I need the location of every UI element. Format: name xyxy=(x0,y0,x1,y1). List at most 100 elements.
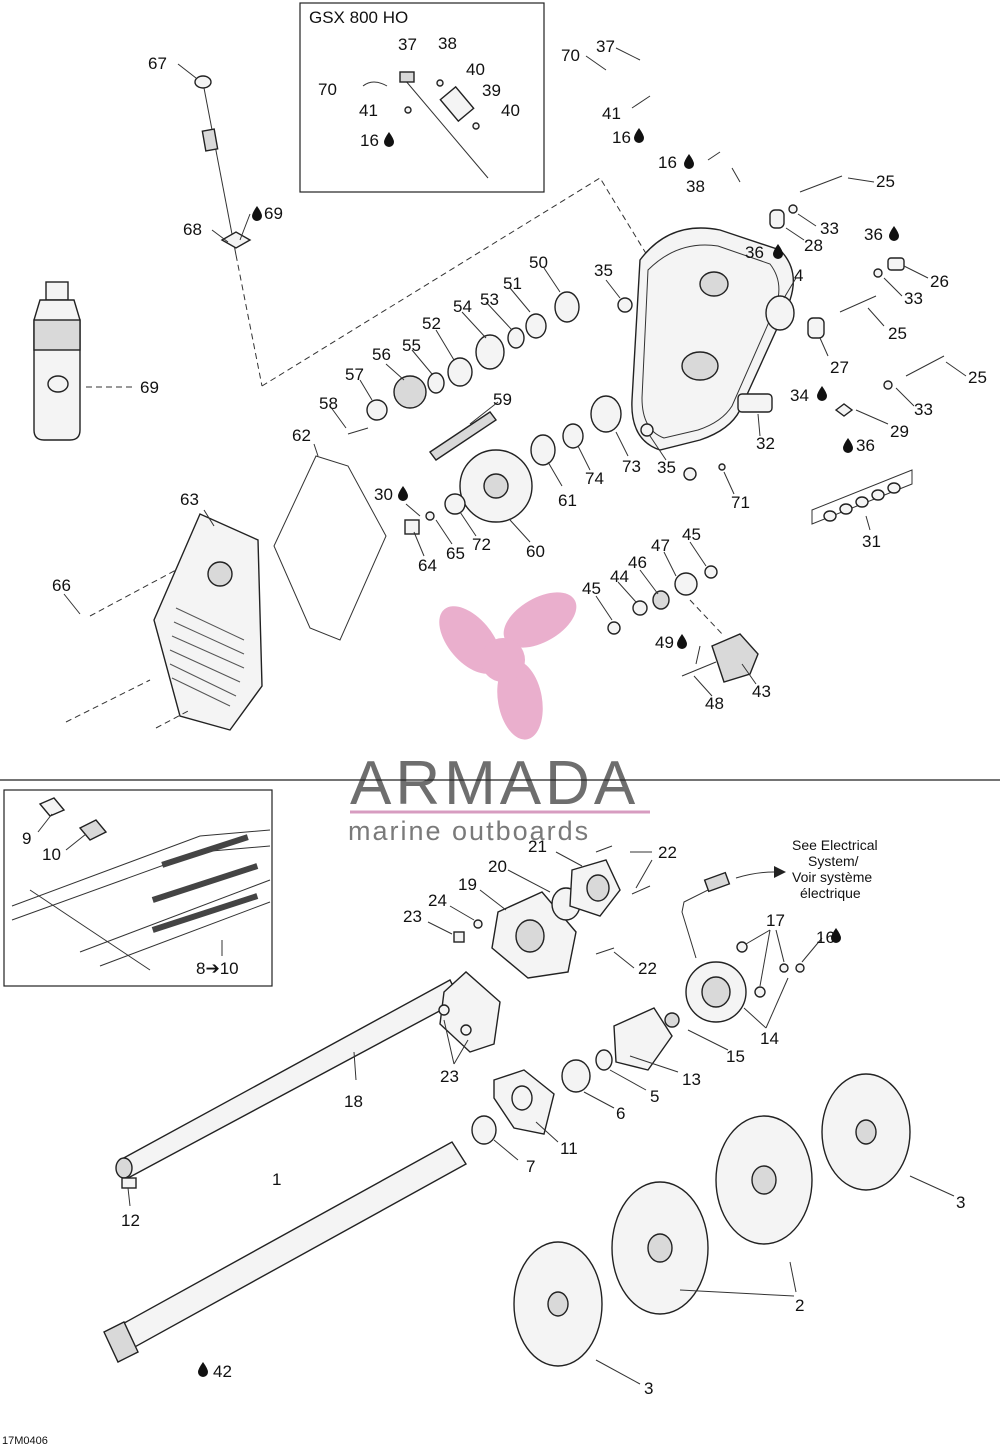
label-36: 36 xyxy=(856,436,875,455)
label-67: 67 xyxy=(148,54,167,73)
drive-flange xyxy=(613,941,805,1071)
label-26: 26 xyxy=(930,272,949,291)
bearing-housing xyxy=(453,845,651,979)
tensioner-assembly xyxy=(607,565,759,683)
label-32: 32 xyxy=(756,434,775,453)
label-16: 16 xyxy=(360,131,379,150)
label-30: 30 xyxy=(374,485,393,504)
armada-logo xyxy=(439,592,577,740)
axle-bearing-stack xyxy=(471,1049,613,1145)
label-7: 7 xyxy=(526,1157,535,1176)
label-3: 3 xyxy=(956,1193,965,1212)
label-11: 11 xyxy=(560,1139,578,1158)
label-22: 22 xyxy=(638,959,657,978)
label-35: 35 xyxy=(657,458,676,477)
electrical-note: See Electrical System/ Voir système élec… xyxy=(792,837,878,901)
label-16: 16 xyxy=(612,128,631,147)
label-43: 43 xyxy=(752,682,771,701)
inset-track xyxy=(3,789,273,987)
label-66: 66 xyxy=(52,576,71,595)
label-27: 27 xyxy=(830,358,849,377)
label-25: 25 xyxy=(968,368,987,387)
label-18: 18 xyxy=(344,1092,363,1111)
label-57: 57 xyxy=(345,365,364,384)
chaincase-cover xyxy=(65,513,263,731)
note-line-2: System/ xyxy=(808,853,859,869)
label-71: 71 xyxy=(731,493,750,512)
lower-sprocket-set xyxy=(404,395,726,535)
brand-tagline: marine outboards xyxy=(348,816,590,846)
label-33: 33 xyxy=(904,289,923,308)
label-41: 41 xyxy=(359,101,378,120)
label-23: 23 xyxy=(403,907,422,926)
label-49: 49 xyxy=(655,633,674,652)
label-63: 63 xyxy=(180,490,199,509)
label-51: 51 xyxy=(503,274,522,293)
label-22: 22 xyxy=(658,843,677,862)
label-70: 70 xyxy=(561,46,580,65)
label-37: 37 xyxy=(398,35,417,54)
label-59: 59 xyxy=(493,390,512,409)
label-28: 28 xyxy=(804,236,823,255)
label-23: 23 xyxy=(440,1067,459,1086)
label-55: 55 xyxy=(402,336,421,355)
label-25: 25 xyxy=(888,324,907,343)
label-15: 15 xyxy=(726,1047,745,1066)
label-1: 1 xyxy=(272,1170,281,1189)
label-9: 9 xyxy=(22,829,31,848)
label-19: 19 xyxy=(458,875,477,894)
oil-bottle xyxy=(33,281,132,441)
label-50: 50 xyxy=(529,253,548,272)
label-61: 61 xyxy=(558,491,577,510)
label-60: 60 xyxy=(526,542,545,561)
label-72: 72 xyxy=(472,535,491,554)
label-33: 33 xyxy=(914,400,933,419)
part-labels: 67 37 38 70 40 39 41 40 16 70 37 41 16 1… xyxy=(22,34,987,1398)
label-21: 21 xyxy=(528,837,547,856)
label-33: 33 xyxy=(820,219,839,238)
label-12: 12 xyxy=(121,1211,140,1230)
inset-title: GSX 800 HO xyxy=(309,8,408,27)
reference-code: 17M0406 xyxy=(2,1435,48,1447)
label-64: 64 xyxy=(418,556,437,575)
shim-set xyxy=(811,469,913,525)
label-29: 29 xyxy=(890,422,909,441)
drive-axle xyxy=(103,1141,467,1363)
label-69: 69 xyxy=(264,204,283,223)
label-52: 52 xyxy=(422,314,441,333)
label-36: 36 xyxy=(745,243,764,262)
drive-axle-upper xyxy=(115,971,501,1189)
label-69: 69 xyxy=(140,378,159,397)
label-46: 46 xyxy=(628,553,647,572)
label-70: 70 xyxy=(318,80,337,99)
label-45: 45 xyxy=(682,525,701,544)
label-10: 10 xyxy=(42,845,61,864)
track-sprockets xyxy=(513,1073,911,1367)
label-68: 68 xyxy=(183,220,202,239)
brand-name: ARMADA xyxy=(350,749,639,818)
label-74: 74 xyxy=(585,469,604,488)
label-34: 34 xyxy=(790,386,809,405)
label-54: 54 xyxy=(453,297,472,316)
label-38: 38 xyxy=(686,177,705,196)
callout-leaders xyxy=(37,47,967,1385)
label-40: 40 xyxy=(466,60,485,79)
label-44: 44 xyxy=(610,567,629,586)
label-37: 37 xyxy=(596,37,615,56)
note-line-3: Voir système xyxy=(792,869,872,885)
label-35: 35 xyxy=(594,261,613,280)
label-17: 17 xyxy=(766,911,785,930)
note-line-4: électrique xyxy=(800,885,861,901)
label-31: 31 xyxy=(862,532,881,551)
label-16: 16 xyxy=(816,928,835,947)
label-3: 3 xyxy=(644,1379,653,1398)
label-45: 45 xyxy=(582,579,601,598)
label-65: 65 xyxy=(446,544,465,563)
label-8-10: 8➔10 xyxy=(196,959,239,978)
speed-sensor xyxy=(681,866,786,959)
label-39: 39 xyxy=(482,81,501,100)
label-62: 62 xyxy=(292,426,311,445)
label-2: 2 xyxy=(795,1296,804,1315)
label-20: 20 xyxy=(488,857,507,876)
